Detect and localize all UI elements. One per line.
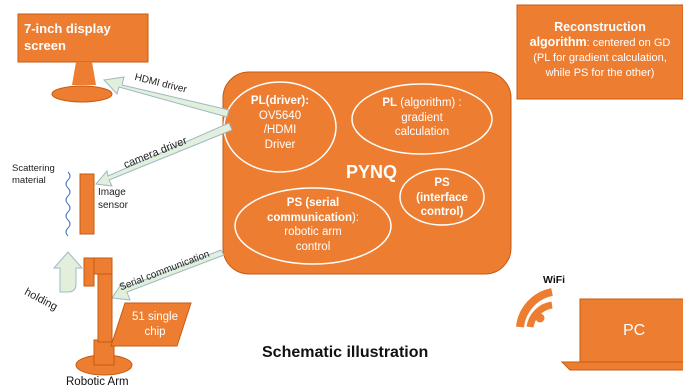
reconstruction-bold-2: algorithm	[529, 35, 587, 49]
reconstruction-title: Reconstruction	[554, 20, 646, 34]
ps-interface-prefix: PS	[434, 177, 450, 189]
ps-serial-paren: (serial	[305, 197, 340, 209]
pl-driver-prefix: PL	[250, 95, 266, 107]
robotic-arm-label: Robotic Arm	[66, 376, 129, 388]
ps-interface-line-2: (interface	[416, 191, 468, 204]
ps-serial-ellipse	[234, 187, 392, 265]
wifi-icon	[516, 288, 553, 328]
pl-driver-line-3: Driver	[264, 138, 296, 151]
pl-driver-line-1: OV5640	[258, 109, 302, 122]
pl-algorithm-line-2: calculation	[394, 126, 450, 138]
ps-serial-bold-2: communication	[266, 211, 352, 224]
ps-interface-text: PS (interface control)	[402, 176, 482, 220]
pc-icon	[560, 298, 683, 371]
pl-algorithm-ellipse	[351, 83, 493, 155]
image-sensor	[79, 173, 95, 235]
image-sensor-label-line-1: Image	[98, 187, 126, 198]
ps-serial-line-1: robotic arm	[284, 226, 342, 238]
hdmi-arrow	[102, 76, 230, 118]
ps-serial-line-2: control	[295, 240, 331, 253]
pl-algorithm-paren: (algorithm) :	[400, 97, 462, 109]
reconstruction-text: Reconstruction algorithm: centered on GD…	[517, 20, 683, 81]
pc-label: PC	[623, 322, 646, 339]
ps-interface-line-3: control)	[420, 206, 464, 218]
image-sensor-label-line-2: sensor	[98, 200, 129, 211]
reconstruction-box	[516, 4, 683, 100]
ps-interface-ellipse	[399, 168, 485, 226]
monitor-label: 7-inch display screen	[24, 21, 111, 53]
chip-label-line-2: chip	[144, 326, 166, 338]
robotic-arm-icon	[75, 257, 133, 376]
reconstruction-line-2: : centered on GD	[586, 37, 671, 49]
ps-serial-prefix: PS	[286, 197, 303, 209]
monitor-icon	[17, 13, 149, 103]
wifi-label: WiFi	[543, 274, 566, 286]
chip-label-line-1: 51 single	[131, 311, 179, 323]
chip-board	[110, 302, 192, 347]
holding-arrow	[52, 251, 84, 293]
ps-serial-text: PS (serial communication): robotic arm c…	[240, 196, 386, 254]
scattering-material-label: Scattering material	[12, 163, 55, 187]
scattering-label-line-1: Scattering	[12, 163, 55, 174]
pl-driver-text: PL(driver): OV5640 /HDMI Driver	[230, 94, 330, 152]
chip-label: 51 single chip	[120, 310, 190, 340]
pynq-board	[222, 71, 512, 275]
pl-algorithm-line-1: gradient	[401, 111, 443, 124]
camera-arrow	[95, 122, 233, 187]
pl-algorithm-text: PL (algorithm) : gradient calculation	[355, 96, 489, 140]
pl-algorithm-prefix: PL	[382, 97, 398, 109]
serial-arrow	[111, 249, 225, 301]
image-sensor-label: Image sensor	[98, 186, 128, 212]
reconstruction-line-3: (PL for gradient calculation,	[533, 52, 667, 64]
ps-serial-tail-2: ):	[351, 211, 359, 224]
scattering-material	[65, 171, 71, 237]
pl-driver-paren: (driver):	[265, 95, 310, 107]
scattering-label-line-2: material	[12, 175, 46, 186]
schematic-title: Schematic illustration	[262, 344, 429, 361]
pl-driver-line-2: /HDMI	[263, 124, 297, 136]
reconstruction-line-4: while PS for the other)	[545, 67, 655, 79]
pynq-title: PYNQ	[346, 162, 398, 182]
